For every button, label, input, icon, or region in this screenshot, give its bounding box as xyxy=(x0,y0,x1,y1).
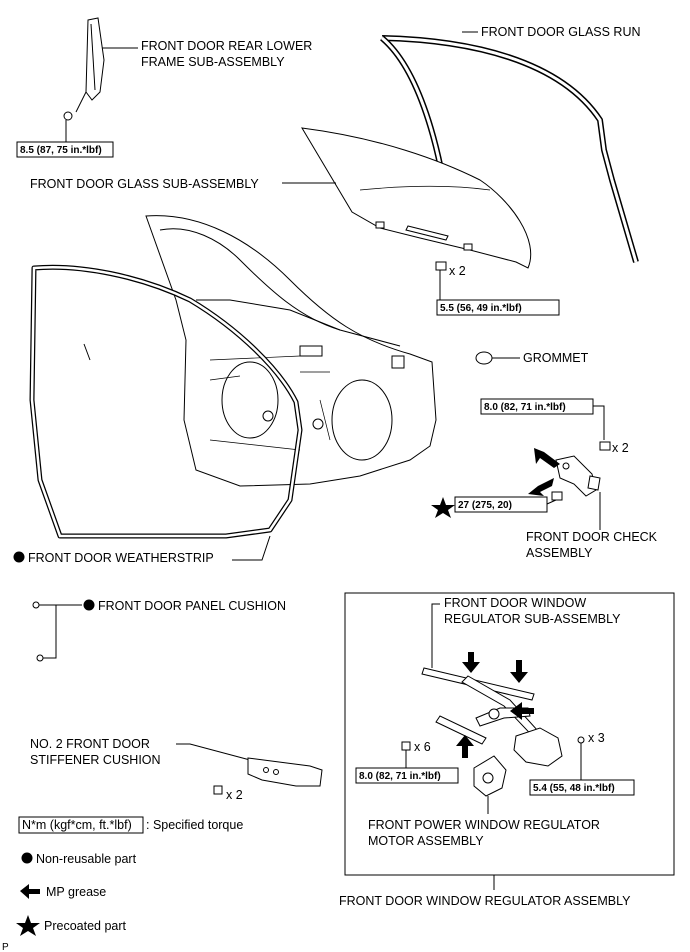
label-regulator-sub-1: FRONT DOOR WINDOW xyxy=(444,596,586,610)
check-nut xyxy=(599,441,611,451)
legend-torque-text: : Specified torque xyxy=(146,818,243,832)
legend-torque-box-text: N*m (kgf*cm, ft.*lbf) xyxy=(22,818,132,832)
legend-precoated-icon xyxy=(16,915,40,936)
panel-cushion-1 xyxy=(32,601,40,609)
label-glass-run: FRONT DOOR GLASS RUN xyxy=(481,25,641,39)
grease-arrow-reg-1 xyxy=(462,652,480,673)
grease-arrow-check-1 xyxy=(534,448,560,468)
label-motor-1: FRONT POWER WINDOW REGULATOR xyxy=(368,818,600,832)
grease-arrow-reg-2 xyxy=(510,660,528,683)
torque-glass: 5.5 (56, 49 in.*lbf) xyxy=(440,303,522,314)
torque-box-regulator-left xyxy=(355,767,459,784)
glass-sub-assembly xyxy=(301,127,532,269)
legend-torque-box xyxy=(18,816,144,834)
legend-precoated: Precoated part xyxy=(44,919,127,933)
torque-box-regulator-right xyxy=(529,779,635,796)
label-rear-frame-2: FRAME SUB-ASSEMBLY xyxy=(141,55,285,69)
label-rear-frame-1: FRONT DOOR REAR LOWER xyxy=(141,39,312,53)
corner-code: P xyxy=(2,942,9,952)
torque-rear-frame: 8.5 (87, 75 in.*lbf) xyxy=(20,145,102,156)
nonreusable-icon-weatherstrip xyxy=(13,551,25,563)
grease-arrow-reg-3 xyxy=(510,702,534,720)
torque-regulator-right: 5.4 (55, 48 in.*lbf) xyxy=(533,783,615,794)
stiffener-clip xyxy=(213,785,223,795)
door-check-assembly xyxy=(555,455,601,497)
label-check-2: ASSEMBLY xyxy=(526,546,593,560)
check-bolt xyxy=(551,491,563,501)
stiffener-cushion xyxy=(247,757,323,787)
nonreusable-icon-cushion xyxy=(83,599,95,611)
label-panel-cushion: FRONT DOOR PANEL CUSHION xyxy=(98,599,286,613)
label-weatherstrip: FRONT DOOR WEATHERSTRIP xyxy=(28,551,214,565)
weatherstrip xyxy=(29,264,303,539)
label-regulator-assy: FRONT DOOR WINDOW REGULATOR ASSEMBLY xyxy=(339,894,631,908)
grease-arrow-reg-4 xyxy=(456,735,474,758)
label-stiffener-1: NO. 2 FRONT DOOR xyxy=(30,737,150,751)
label-regulator-sub-2: REGULATOR SUB-ASSEMBLY xyxy=(444,612,621,626)
qty-motor-bolts: x 3 xyxy=(588,731,605,745)
glass-bolt xyxy=(435,261,447,271)
torque-box-rear-frame xyxy=(16,141,114,158)
panel-cushion-2 xyxy=(36,654,44,662)
qty-regulator-bolts: x 6 xyxy=(414,740,431,754)
legend-mp-grease: MP grease xyxy=(46,885,106,899)
label-grommet: GROMMET xyxy=(523,351,589,365)
regulator-bolt xyxy=(401,741,411,751)
precoated-icon-check xyxy=(431,497,455,518)
rear-lower-frame xyxy=(63,17,105,132)
torque-regulator-left: 8.0 (82, 71 in.*lbf) xyxy=(359,771,441,782)
door-panel xyxy=(145,215,437,487)
torque-check-bottom: 27 (275, 20) xyxy=(458,500,512,511)
legend-nonreusable: Non-reusable part xyxy=(36,852,137,866)
qty-check-bolts: x 2 xyxy=(612,441,629,455)
grease-arrow-check-2 xyxy=(528,478,554,496)
legend-grease-arrow-icon xyxy=(20,884,40,899)
label-check-1: FRONT DOOR CHECK xyxy=(526,530,658,544)
legend-nonreusable-icon xyxy=(21,852,33,864)
qty-stiffener-clips: x 2 xyxy=(226,788,243,802)
label-stiffener-2: STIFFENER CUSHION xyxy=(30,753,161,767)
window-regulator-motor xyxy=(473,755,507,797)
torque-box-glass xyxy=(436,299,560,316)
label-glass-sub: FRONT DOOR GLASS SUB-ASSEMBLY xyxy=(30,177,259,191)
label-motor-2: MOTOR ASSEMBLY xyxy=(368,834,484,848)
regulator-box xyxy=(344,592,675,876)
torque-check-top: 8.0 (82, 71 in.*lbf) xyxy=(484,402,566,413)
regulator-sub-assembly xyxy=(421,667,563,767)
qty-glass-bolts: x 2 xyxy=(449,264,466,278)
motor-bolt xyxy=(577,736,585,744)
grommet xyxy=(475,351,493,365)
torque-box-check-bottom xyxy=(454,496,548,513)
